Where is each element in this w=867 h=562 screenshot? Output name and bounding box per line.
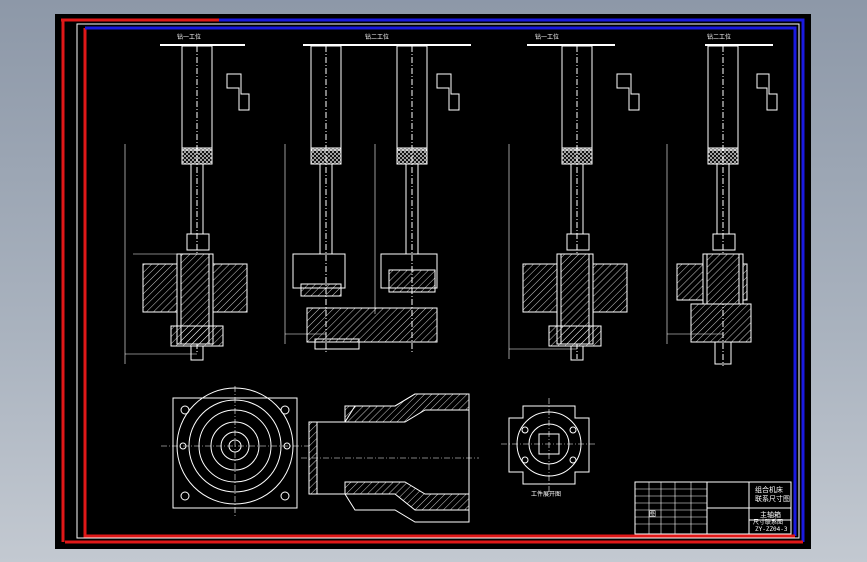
title-block-title-1: 组合机床 [755, 486, 783, 494]
title-block-subtitle: 主轴箱 [760, 511, 781, 519]
station-1-label: 钻一工位 [177, 34, 202, 41]
title-block-subtitle-2: 尺寸联系图 [753, 519, 784, 526]
cad-drawing [61, 18, 805, 544]
station-4-label: 钻二工位 [707, 34, 732, 41]
station-4-spindle [666, 44, 778, 366]
title-block [634, 481, 792, 535]
drawing-number: ZY-ZZ04-3 [755, 526, 788, 533]
part-front-view [161, 386, 309, 518]
drawing-sheet: 钻一工位 钻二工位 钻一工位 钻二工位 工件展开图 组合机床 联系尺寸图 主轴箱… [55, 14, 811, 549]
station-3-label: 钻一工位 [535, 34, 560, 41]
title-block-marker: 图 [649, 510, 656, 518]
top-view-caption: 工件展开图 [531, 491, 562, 498]
part-top-view [501, 398, 597, 492]
station-2-spindles [284, 44, 471, 354]
part-section-view [301, 393, 479, 523]
station-1-spindle [124, 44, 250, 364]
title-block-title-2: 联系尺寸图 [755, 495, 790, 503]
station-2-label: 钻二工位 [365, 34, 390, 41]
sheet-border [61, 18, 805, 544]
station-3-spindle [508, 44, 640, 361]
